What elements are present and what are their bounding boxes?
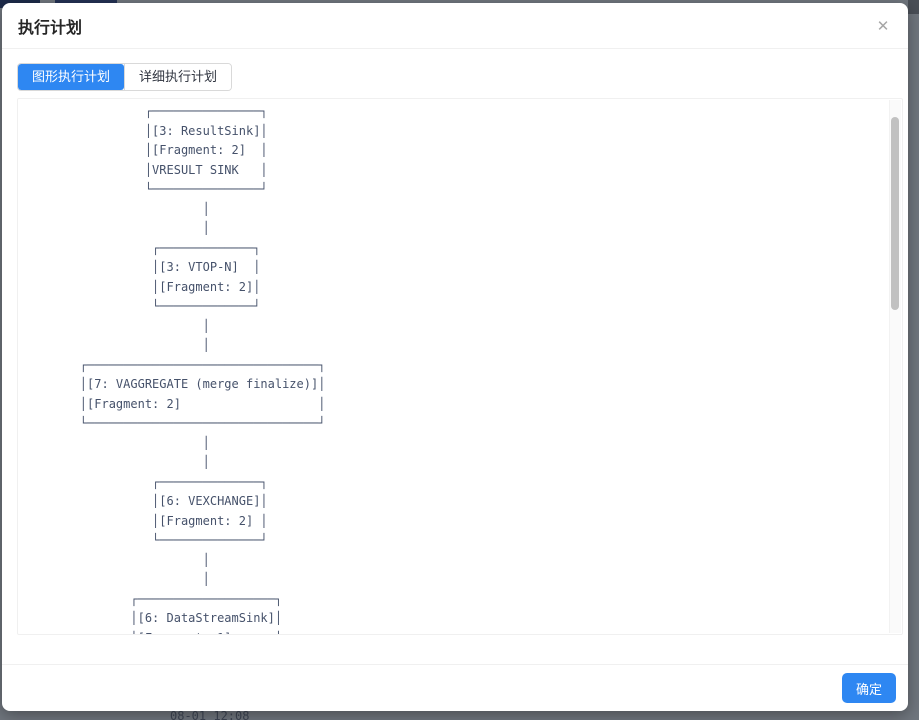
vertical-scrollbar-track[interactable]: [889, 100, 901, 633]
background-corner-fragment: [908, 0, 919, 14]
close-icon[interactable]: ✕: [868, 11, 898, 41]
plan-scroll-viewport[interactable]: ┌───────────────┐ │[3: ResultSink]│ │[Fr…: [17, 98, 903, 635]
background-clipped-timestamp: 08-01 12:08: [170, 709, 250, 720]
plan-ascii-graph: ┌───────────────┐ │[3: ResultSink]│ │[Fr…: [79, 104, 326, 634]
modal-body: 图形执行计划 详细执行计划 ┌───────────────┐ │[3: Res…: [2, 49, 908, 635]
plan-tab-group: 图形执行计划 详细执行计划: [17, 63, 233, 91]
background-tab-fragment: [55, 0, 117, 5]
ok-button[interactable]: 确定: [841, 673, 896, 703]
execution-plan-modal: 执行计划 ✕ 图形执行计划 详细执行计划 ┌───────────────┐ │…: [2, 3, 908, 711]
vertical-scrollbar-thumb[interactable]: [891, 117, 899, 310]
tab-detailed-plan[interactable]: 详细执行计划: [124, 64, 232, 90]
modal-footer: 确定: [2, 664, 908, 711]
modal-header: 执行计划 ✕: [2, 3, 908, 49]
modal-title: 执行计划: [18, 19, 83, 37]
tab-graphical-plan[interactable]: 图形执行计划: [18, 64, 125, 90]
